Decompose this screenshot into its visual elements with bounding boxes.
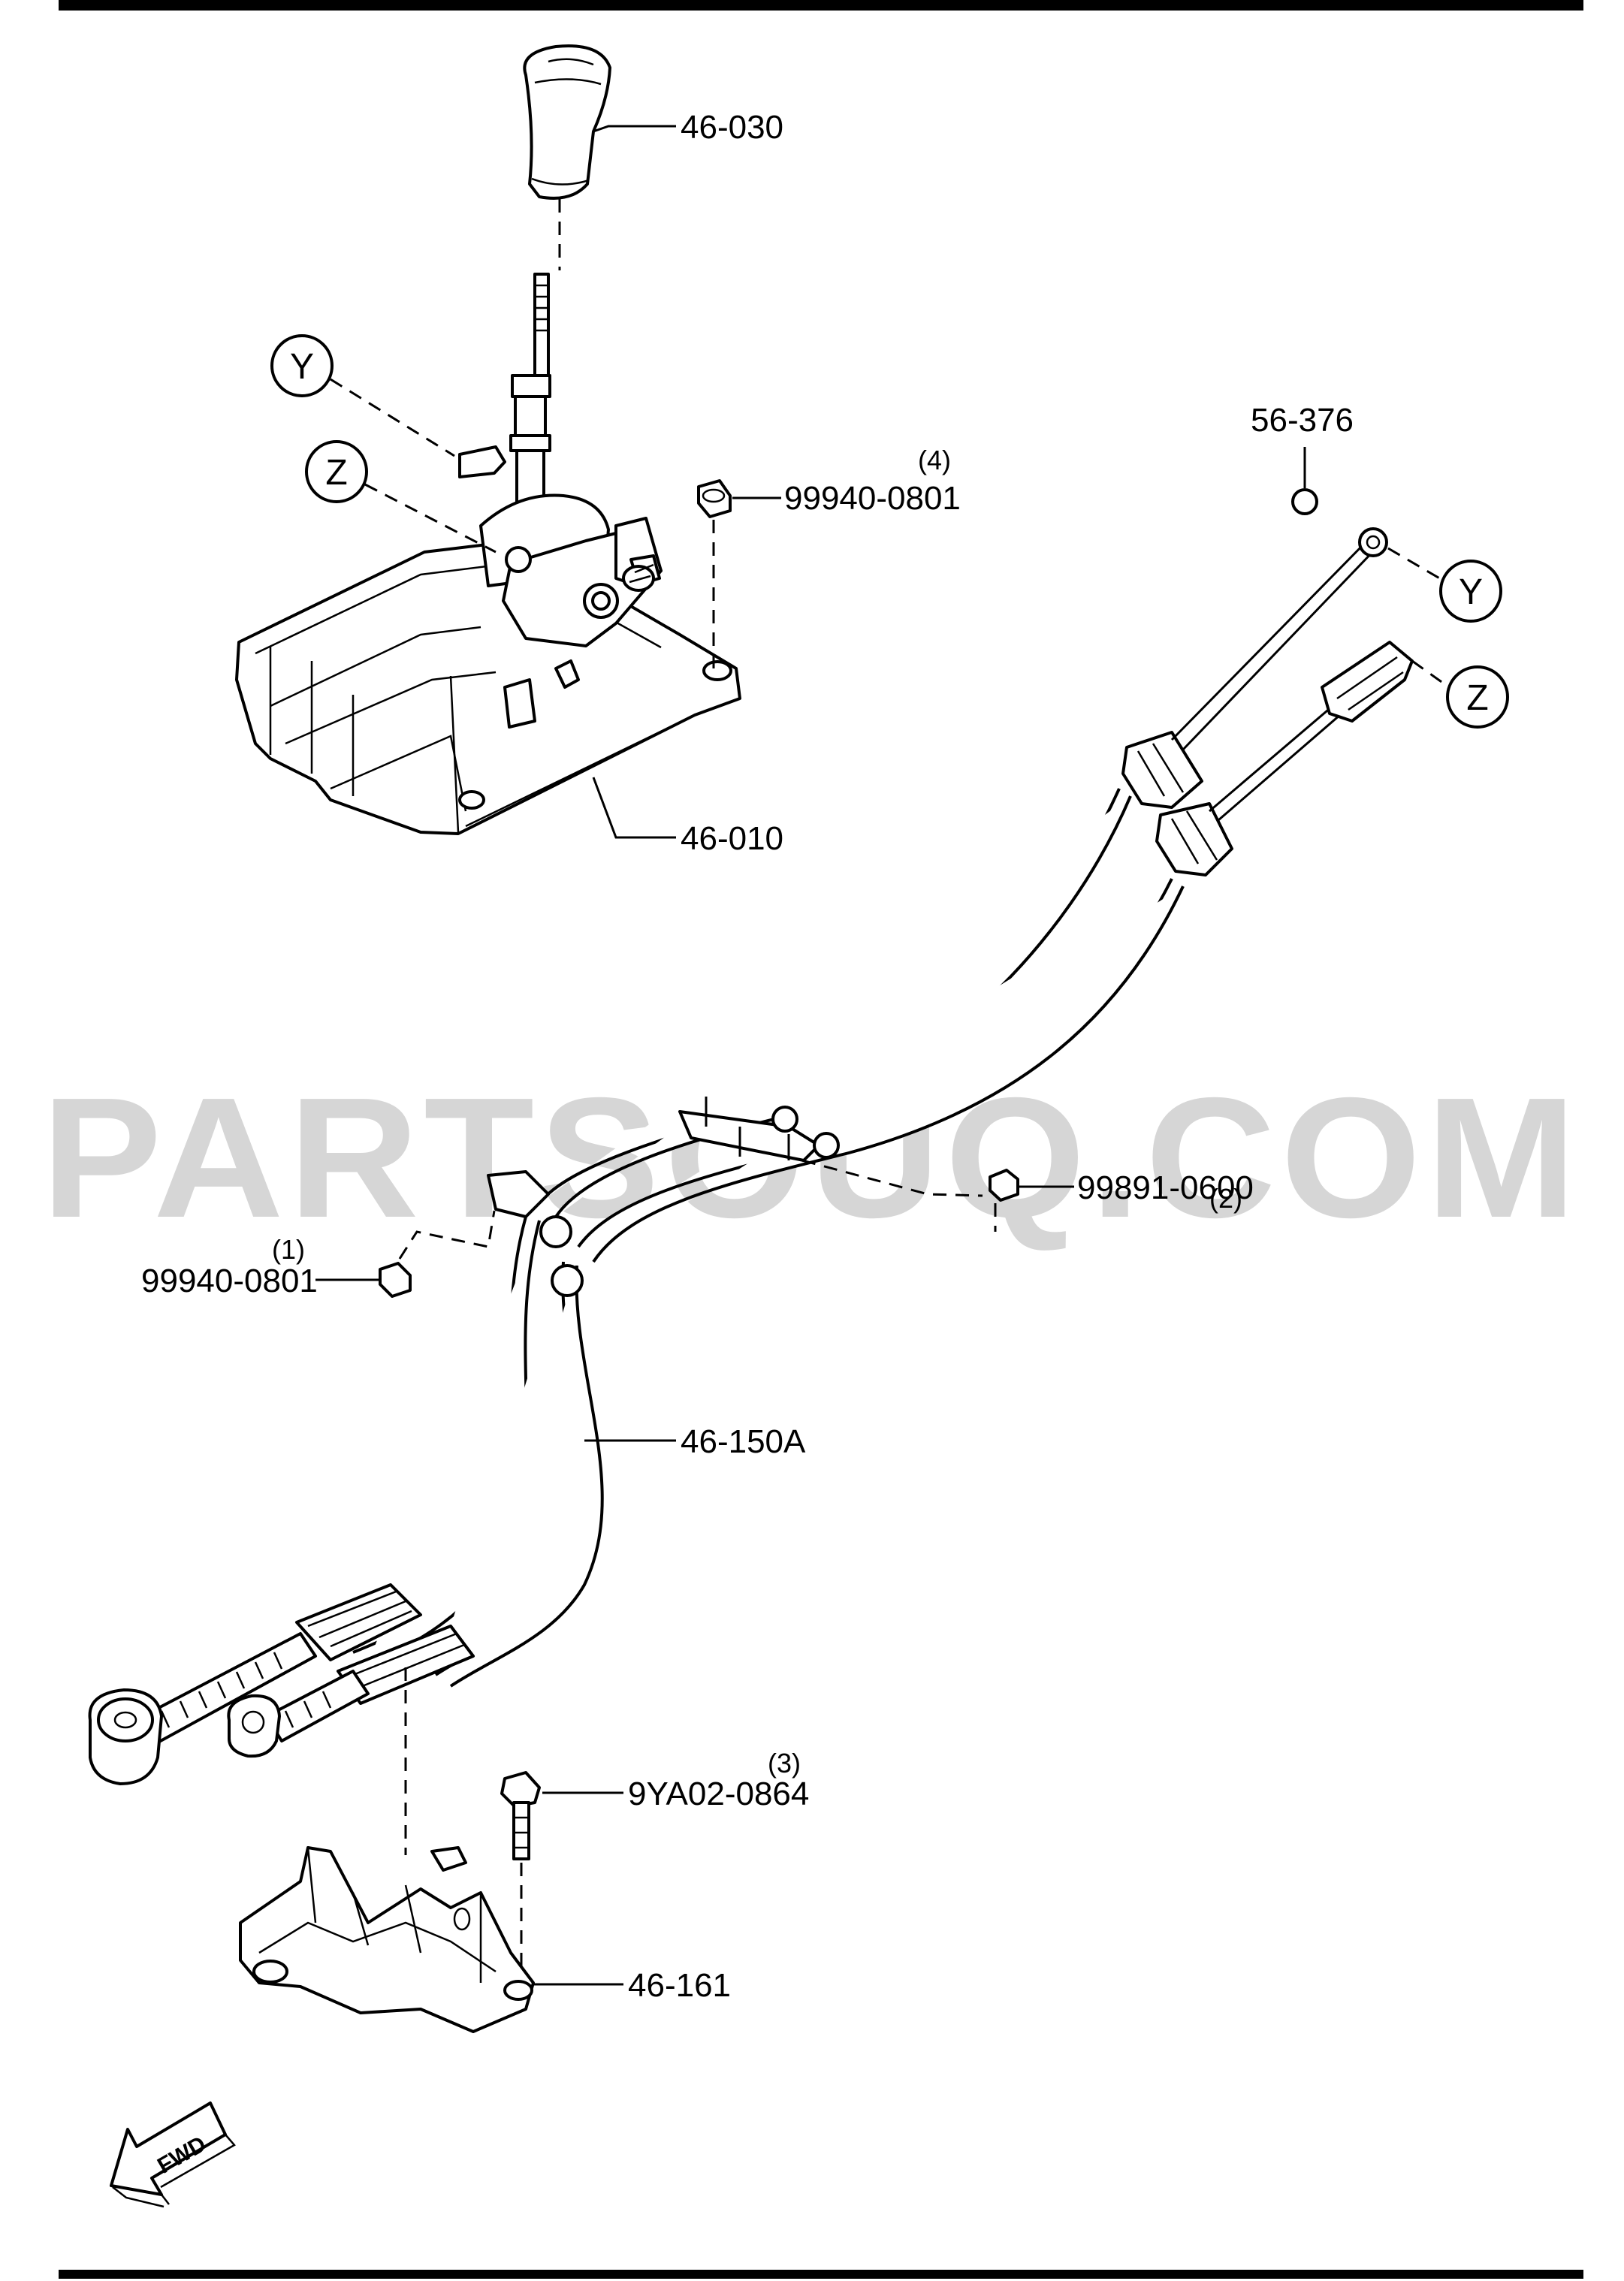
shift-lever-rod — [509, 273, 551, 520]
shift-lever-base-part — [235, 445, 741, 835]
callout-99940-0801-lower: 99940-0801 — [141, 1263, 318, 1299]
callout-46-030: 46-030 — [681, 109, 783, 146]
callout-56-376: 56-376 — [1251, 402, 1354, 439]
callout-99940-0801-upper: 99940-0801 — [784, 480, 961, 517]
connector-z-right: Z — [1446, 665, 1509, 729]
shift-knob-part — [523, 44, 611, 200]
bottom-border-rule — [59, 2270, 1583, 2279]
svg-text:Z: Z — [325, 453, 347, 493]
callout-46-010: 46-010 — [681, 820, 783, 857]
top-border-rule — [59, 0, 1583, 11]
callout-99891-0600-qty: (2) — [1209, 1183, 1242, 1214]
callout-99940-0801-lower-qty: (1) — [272, 1234, 305, 1265]
svg-text:Y: Y — [290, 347, 314, 387]
connector-z-upper: Z — [305, 440, 368, 503]
nut-56-376 — [1291, 488, 1318, 515]
callout-46-150a: 46-150A — [681, 1423, 806, 1460]
callout-99891-0600: 99891-0600 — [1077, 1169, 1254, 1206]
shift-cable-assembly — [88, 527, 1414, 1785]
callout-46-161: 46-161 — [628, 1967, 731, 2004]
fwd-arrow-icon: FWD — [110, 2101, 236, 2208]
nut-99891-0600 — [989, 1169, 1019, 1202]
callout-99940-0801-upper-qty: (4) — [918, 445, 951, 475]
callout-9ya02-0864: 9YA02-0864 — [628, 1776, 809, 1812]
cable-bracket-part — [239, 1846, 535, 2033]
flange-nut-upper — [697, 479, 732, 518]
connector-y-right: Y — [1439, 560, 1502, 623]
svg-text:Z: Z — [1466, 678, 1488, 718]
callout-9ya02-0864-qty: (3) — [768, 1748, 801, 1779]
svg-text:Y: Y — [1459, 572, 1483, 612]
nut-99940-0801-lower — [379, 1262, 412, 1298]
bolt-9ya02-0864 — [500, 1771, 541, 1860]
connector-y-upper: Y — [270, 334, 334, 397]
